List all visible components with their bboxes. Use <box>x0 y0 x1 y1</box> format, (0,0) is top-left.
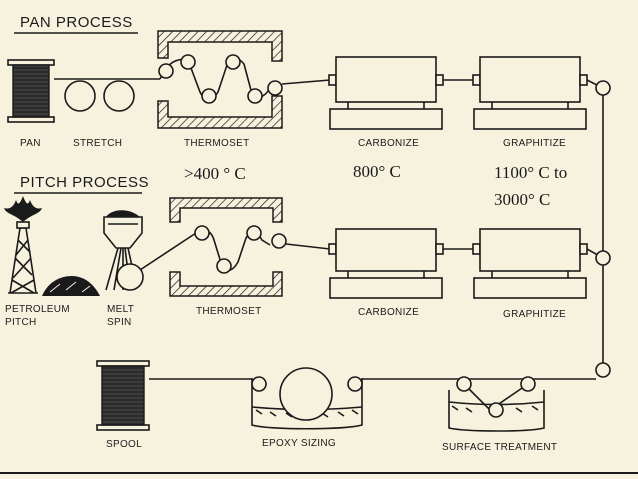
thermoset-temperature: >400 ° C <box>184 164 246 183</box>
graphitize-temperature-line2: 3000° C <box>494 190 550 209</box>
stretch-label: STRETCH <box>73 138 122 149</box>
guide-roller-top <box>595 80 611 96</box>
thermoset-oven-bottom <box>169 197 287 297</box>
guide-roller-middle <box>595 250 611 266</box>
epoxy-sizing-bath <box>251 367 363 430</box>
melt-spin-roller <box>116 263 144 291</box>
surface-treatment-bath <box>448 376 545 432</box>
pitch-fiber-to-carbonize <box>285 243 331 250</box>
guide-roller-bottom <box>595 362 611 378</box>
carbonize-furnace-top <box>328 56 444 130</box>
oil-derrick-icon <box>4 196 42 294</box>
graphitize-temperature-line1: 1100° C to <box>494 163 567 182</box>
pitch-pile-icon <box>42 276 100 296</box>
stretch-rollers <box>64 80 135 112</box>
return-fiber-path <box>586 79 604 370</box>
carbonize-furnace-bottom <box>328 228 444 299</box>
thermoset-bottom-label: THERMOSET <box>196 306 261 317</box>
graphitize-furnace-bottom <box>472 228 588 299</box>
thermoset-oven-top <box>157 30 283 129</box>
carbonize-bottom-label: CARBONIZE <box>358 307 419 318</box>
petroleum-label: PETROLEUM <box>5 304 70 315</box>
spin-label: SPIN <box>107 317 132 328</box>
spool-label: SPOOL <box>106 439 142 450</box>
pitch-process-heading: PITCH PROCESS <box>20 174 149 191</box>
pan-label: PAN <box>20 138 41 149</box>
pitch-label: PITCH <box>5 317 37 328</box>
pitch-fiber-to-thermoset <box>139 232 197 271</box>
epoxy-sizing-label: EPOXY SIZING <box>262 438 336 449</box>
graphitize-furnace-top <box>472 56 588 130</box>
pan-process-heading: PAN PROCESS <box>20 14 133 31</box>
pan-spool <box>7 59 55 123</box>
spool <box>96 360 150 431</box>
melt-label: MELT <box>107 304 134 315</box>
carbonize-top-label: CARBONIZE <box>358 138 419 149</box>
thermoset-top-label: THERMOSET <box>184 138 249 149</box>
surface-treatment-label: SURFACE TREATMENT <box>442 442 557 453</box>
graphitize-top-label: GRAPHITIZE <box>503 138 566 149</box>
pan-fiber-to-carbonize <box>281 79 331 85</box>
carbonize-temperature: 800° C <box>353 162 401 181</box>
graphitize-bottom-label: GRAPHITIZE <box>503 309 566 320</box>
